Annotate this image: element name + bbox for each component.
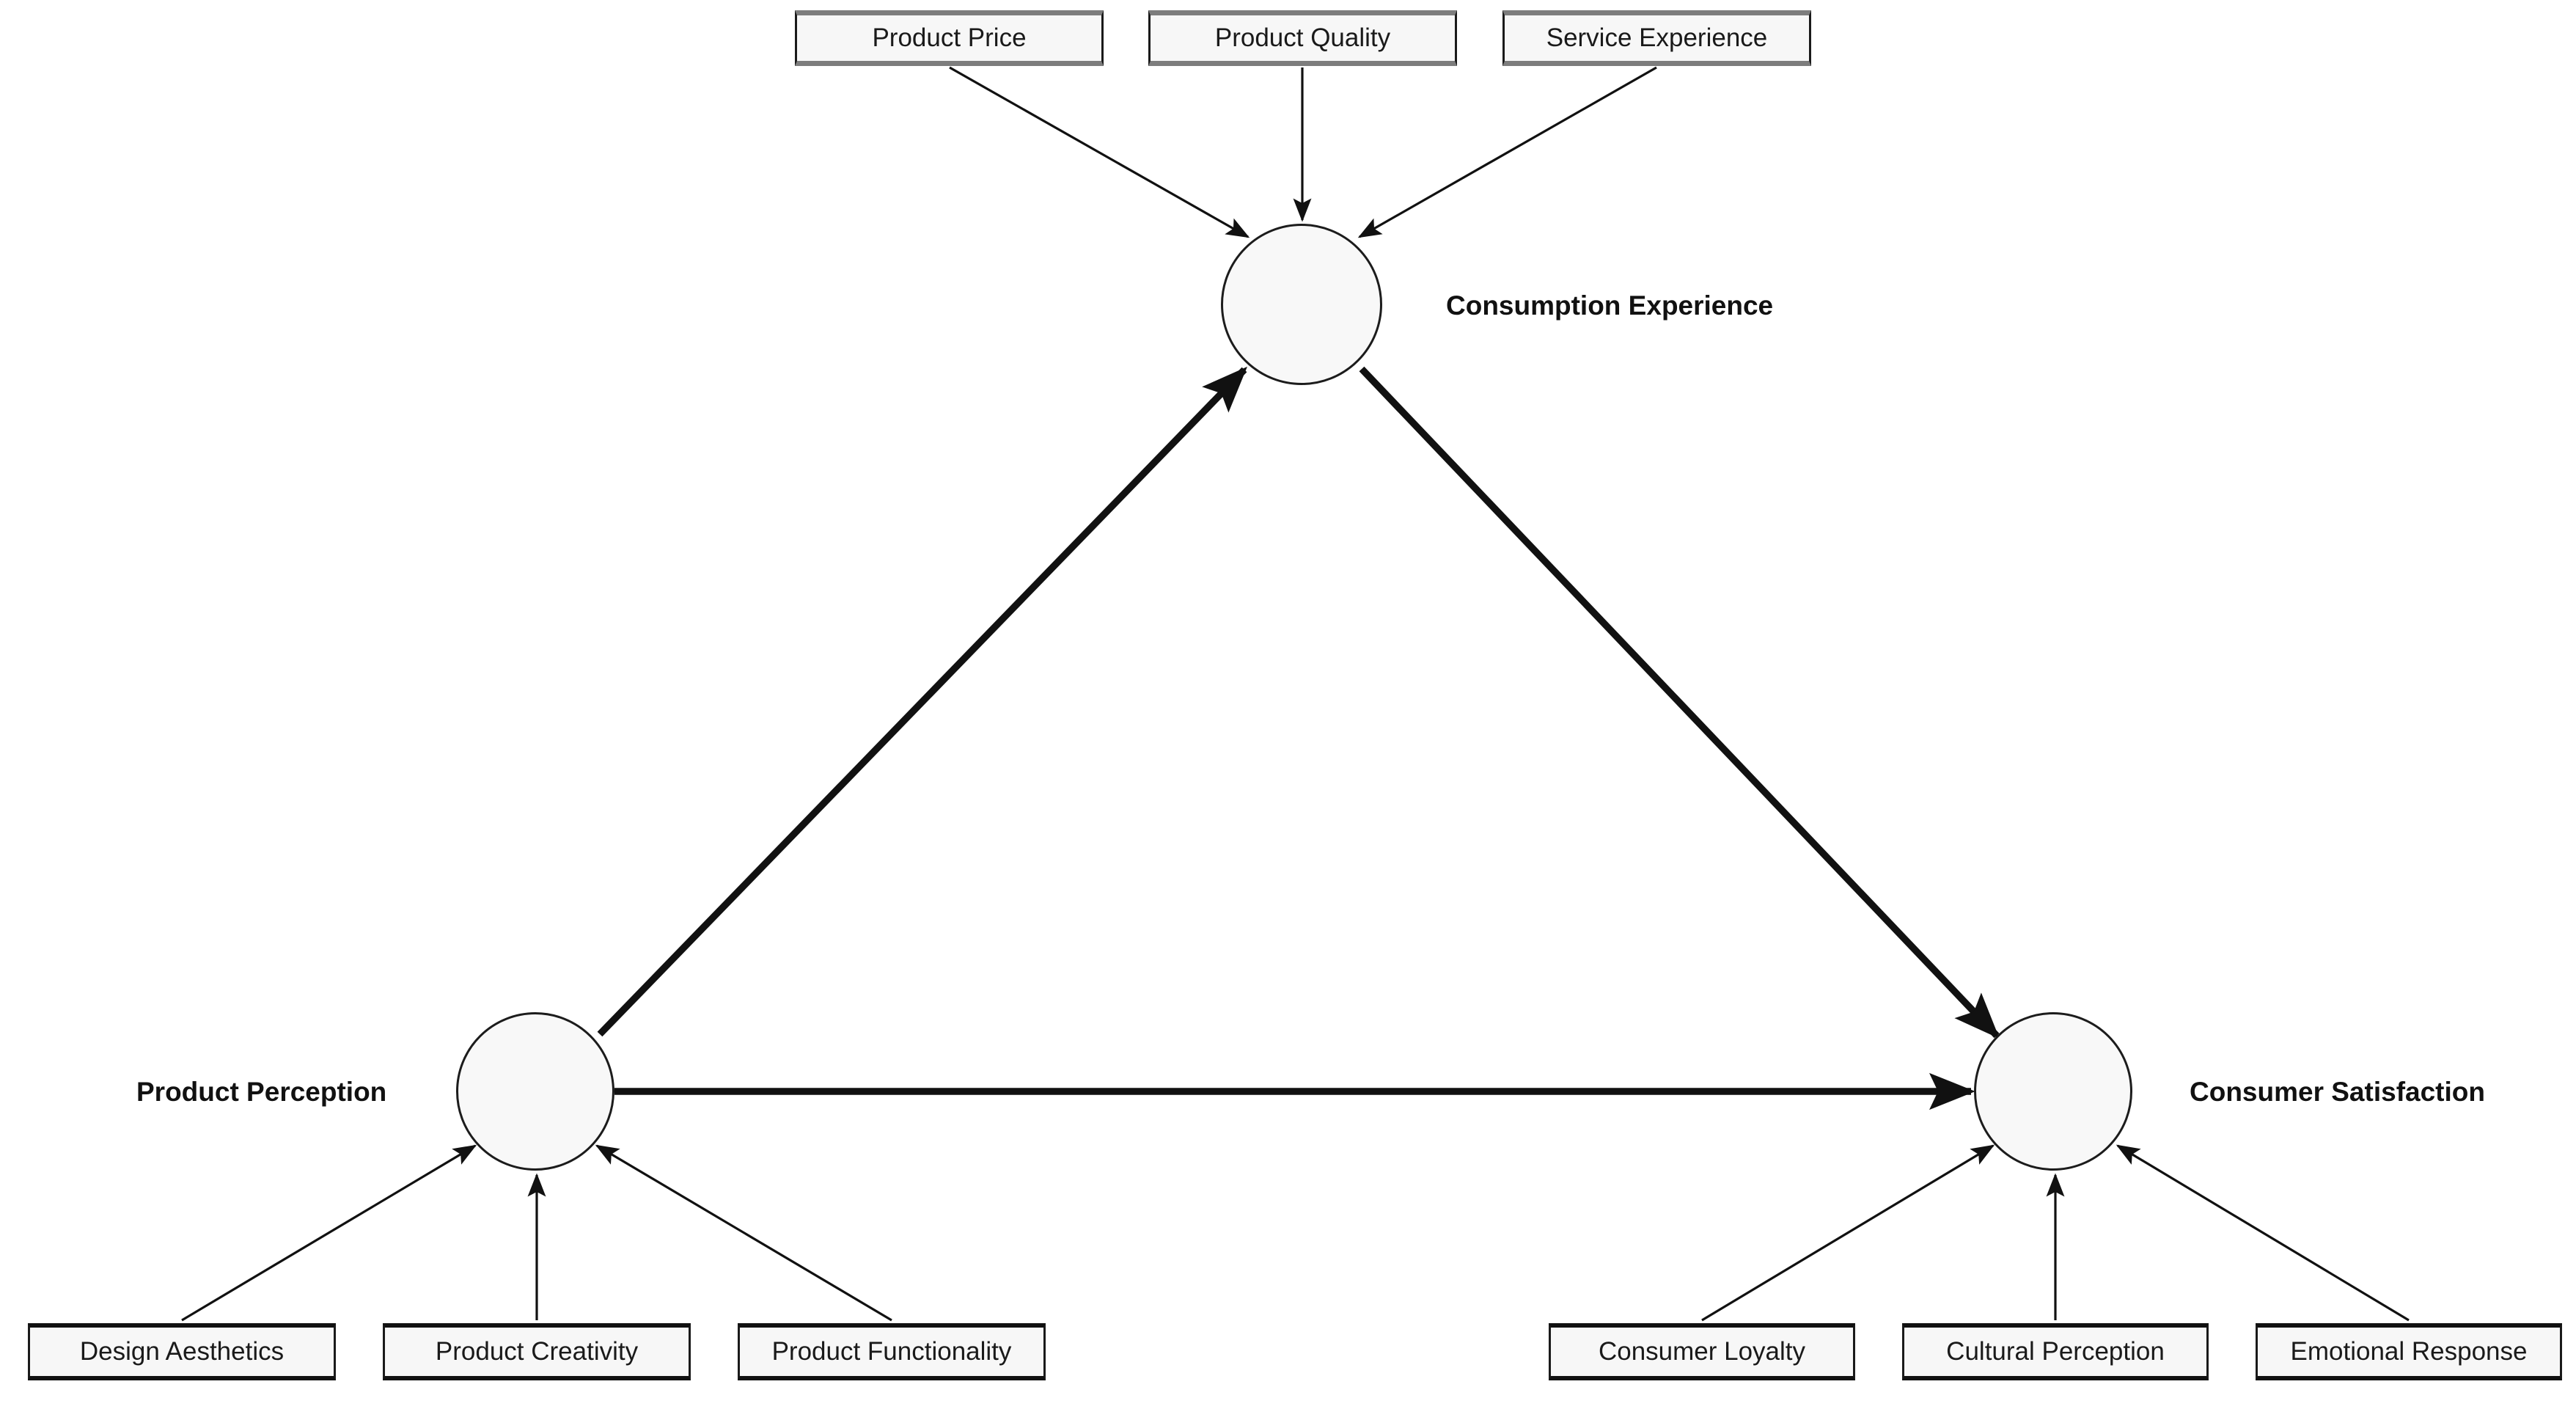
path-consumer-loyalty-to-consumer-satisfaction <box>1701 1144 1995 1322</box>
indicator-label: Product Quality <box>1214 23 1391 52</box>
construct-label-consumption-experience: Consumption Experience <box>1446 290 1774 321</box>
path-product-functionality-to-product-perception <box>595 1144 892 1322</box>
structural-paths-group <box>597 366 2000 1110</box>
indicator-box-emotional-response[interactable]: Emotional Response <box>2256 1323 2562 1380</box>
indicator-box-product-price[interactable]: Product Price <box>795 10 1104 66</box>
construct-label-consumer-satisfaction: Consumer Satisfaction <box>2190 1077 2485 1107</box>
indicator-label: Product Price <box>872 23 1027 52</box>
indicator-label: Product Functionality <box>771 1336 1012 1366</box>
indicator-box-service-experience[interactable]: Service Experience <box>1502 10 1811 66</box>
indicator-box-cultural-perception[interactable]: Cultural Perception <box>1902 1323 2209 1380</box>
path-emotional-response-to-consumer-satisfaction <box>2116 1144 2410 1322</box>
indicator-label: Design Aesthetics <box>79 1336 285 1366</box>
indicator-box-design-aesthetics[interactable]: Design Aesthetics <box>28 1323 336 1380</box>
path-product-perception-to-consumption-experience <box>597 366 1247 1037</box>
path-product-price-to-consumption-experience <box>949 66 1250 238</box>
construct-label-product-perception: Product Perception <box>136 1077 387 1107</box>
indicator-label: Consumer Loyalty <box>1598 1336 1806 1366</box>
construct-node-consumer-satisfaction[interactable] <box>1974 1012 2132 1171</box>
indicator-box-product-functionality[interactable]: Product Functionality <box>738 1323 1046 1380</box>
indicator-box-consumer-loyalty[interactable]: Consumer Loyalty <box>1549 1323 1855 1380</box>
path-service-experience-to-consumption-experience <box>1357 66 1657 238</box>
path-design-aesthetics-to-product-perception <box>181 1144 477 1322</box>
indicator-label: Cultural Perception <box>1946 1336 2165 1366</box>
indicator-label: Service Experience <box>1546 23 1768 52</box>
construct-node-consumption-experience[interactable] <box>1221 224 1382 385</box>
indicator-box-product-quality[interactable]: Product Quality <box>1148 10 1457 66</box>
indicator-label: Product Creativity <box>435 1336 639 1366</box>
path-consumption-experience-to-consumer-satisfaction <box>1359 366 2000 1039</box>
measurement-paths-group <box>181 66 2410 1322</box>
indicator-box-product-creativity[interactable]: Product Creativity <box>383 1323 691 1380</box>
indicator-label: Emotional Response <box>2290 1336 2528 1366</box>
construct-node-product-perception[interactable] <box>456 1012 614 1171</box>
